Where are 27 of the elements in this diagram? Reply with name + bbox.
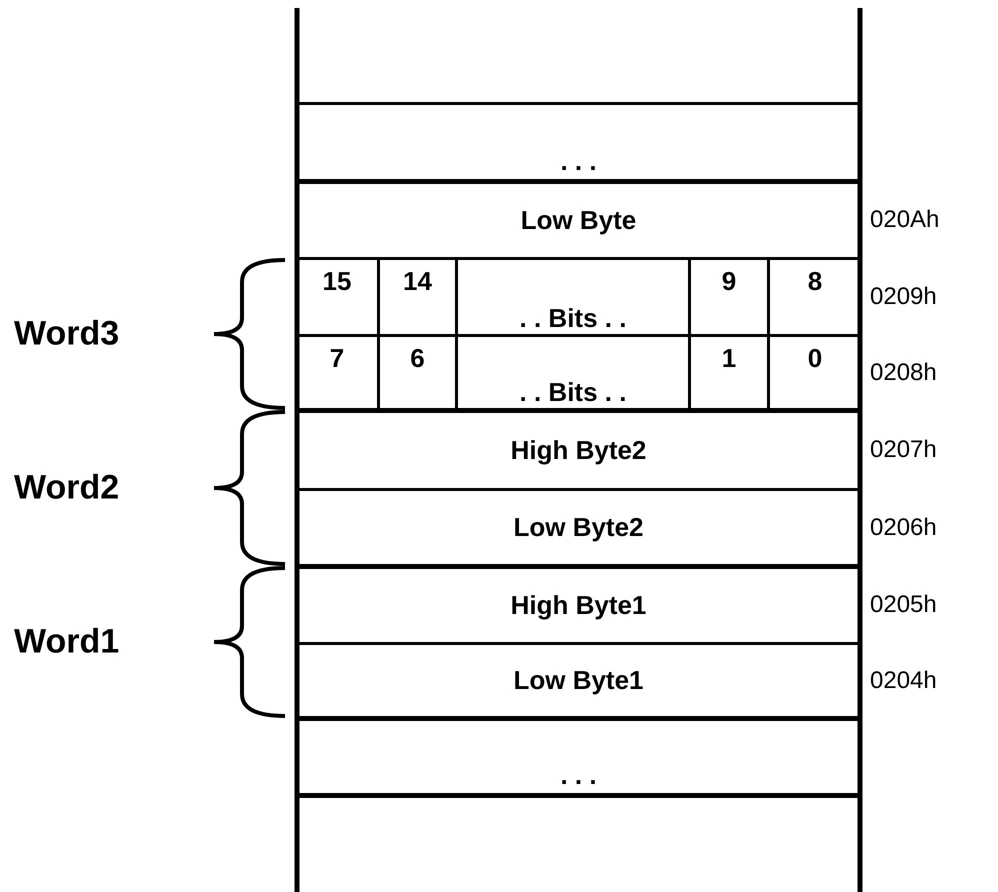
memory-cell: High Byte2 [295, 408, 862, 490]
bit-cell: 8 [767, 260, 860, 334]
memory-cell: Low Byte2 [295, 488, 862, 568]
word-label: Word3 [14, 314, 120, 354]
bit-cell: . . Bits . . [455, 260, 688, 334]
address-label: 0209h [870, 282, 937, 310]
word-label: Word1 [14, 622, 120, 662]
address-label: 0204h [870, 666, 937, 694]
bit-cell: 15 [297, 260, 377, 334]
bit-cell: 6 [377, 336, 455, 408]
address-label: 0206h [870, 514, 937, 542]
bit-cell: 14 [377, 260, 455, 334]
memory-cell: . . . [295, 716, 862, 798]
address-label: 0205h [870, 590, 937, 618]
bit-cell: 9 [688, 260, 767, 334]
bit-cell: 0 [767, 336, 860, 408]
memory-cell: Low Byte [295, 178, 862, 260]
bit-cell: 7 [297, 336, 377, 408]
address-label: 0208h [870, 358, 937, 386]
memory-cell: High Byte1 [295, 564, 862, 644]
word-label: Word2 [14, 468, 120, 508]
bit-cell: 1 [688, 336, 767, 408]
memory-cell: . . . [295, 102, 862, 184]
memory-cell: Low Byte1 [295, 642, 862, 720]
address-label: 0207h [870, 436, 937, 464]
bit-cell: . . Bits . . [455, 336, 688, 408]
address-label: 020Ah [870, 206, 940, 234]
